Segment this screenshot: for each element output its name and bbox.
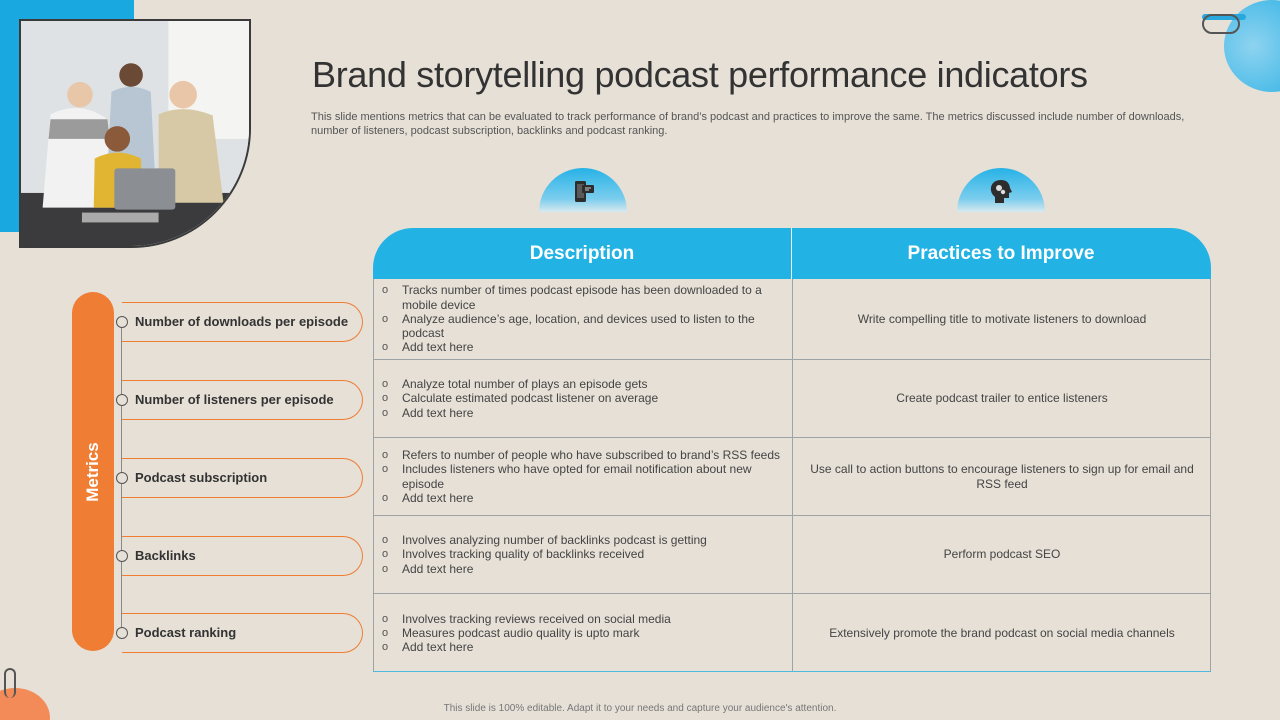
bullet-icon: o xyxy=(382,341,389,354)
metric-label: Number of listeners per episode xyxy=(135,392,334,407)
metrics-pill xyxy=(72,292,114,651)
mobile-podcast-icon xyxy=(539,168,627,212)
bullet-icon: o xyxy=(382,491,389,504)
metric-label: Backlinks xyxy=(135,548,196,563)
cell-divider xyxy=(792,438,793,515)
clip-decoration xyxy=(1202,14,1240,34)
bullet-icon: o xyxy=(382,284,389,297)
cell-divider xyxy=(792,279,793,359)
practice-cell: Write compelling title to motivate liste… xyxy=(857,311,1147,326)
metric-item: Number of listeners per episode xyxy=(116,380,363,420)
header-description: Description xyxy=(529,243,635,264)
practice-cell: Extensively promote the brand podcast on… xyxy=(829,625,1175,640)
practice-cell: Use call to action buttons to encourage … xyxy=(810,462,1194,491)
table-header xyxy=(373,228,1211,279)
circle-marker-icon xyxy=(116,472,128,484)
practice-cell: Create podcast trailer to entice listene… xyxy=(896,391,1108,406)
bullet-icon: o xyxy=(382,463,389,476)
clip-decoration-bottom xyxy=(4,668,16,698)
head-gears-icon xyxy=(957,168,1045,212)
header-practices: Practices to Improve xyxy=(907,243,1095,264)
bullet-icon: o xyxy=(382,562,389,575)
circle-marker-icon xyxy=(116,316,128,328)
circle-marker-icon xyxy=(116,550,128,562)
header-divider xyxy=(791,228,792,279)
bullet-icon: o xyxy=(382,548,389,561)
bullet-icon: o xyxy=(382,378,389,391)
bullet-icon: o xyxy=(382,612,389,625)
bullet-icon: o xyxy=(382,312,389,325)
team-photo xyxy=(19,19,251,248)
metric-item: Backlinks xyxy=(116,536,363,576)
circle-marker-icon xyxy=(116,394,128,406)
bullet-icon: o xyxy=(382,641,389,654)
bullet-icon: o xyxy=(382,392,389,405)
metric-item: Podcast ranking xyxy=(116,613,363,653)
metric-label: Podcast ranking xyxy=(135,625,237,640)
bullet-icon: o xyxy=(382,534,389,547)
metric-item: Number of downloads per episode xyxy=(116,302,363,342)
circle-marker-icon xyxy=(116,627,128,639)
cell-divider xyxy=(792,360,793,437)
footer-note: This slide is 100% editable. Adapt it to… xyxy=(443,703,837,714)
metric-label: Podcast subscription xyxy=(135,470,268,485)
clip-decoration-bar xyxy=(1202,14,1246,20)
cell-divider xyxy=(792,516,793,593)
table-bottom-border xyxy=(373,671,1211,672)
metric-label: Number of downloads per episode xyxy=(135,314,349,329)
page-title: Brand storytelling podcast performance i… xyxy=(312,54,1088,95)
bullet-icon: o xyxy=(382,626,389,639)
cell-divider xyxy=(792,594,793,672)
bullet-icon: o xyxy=(382,406,389,419)
metric-item: Podcast subscription xyxy=(116,458,363,498)
metrics-label-wrap: Metrics xyxy=(72,292,114,651)
metrics-label: Metrics xyxy=(83,441,102,502)
page-subtitle: This slide mentions metrics that can be … xyxy=(311,111,1185,137)
bullet-icon: o xyxy=(382,448,389,461)
practice-cell: Perform podcast SEO xyxy=(943,547,1061,562)
